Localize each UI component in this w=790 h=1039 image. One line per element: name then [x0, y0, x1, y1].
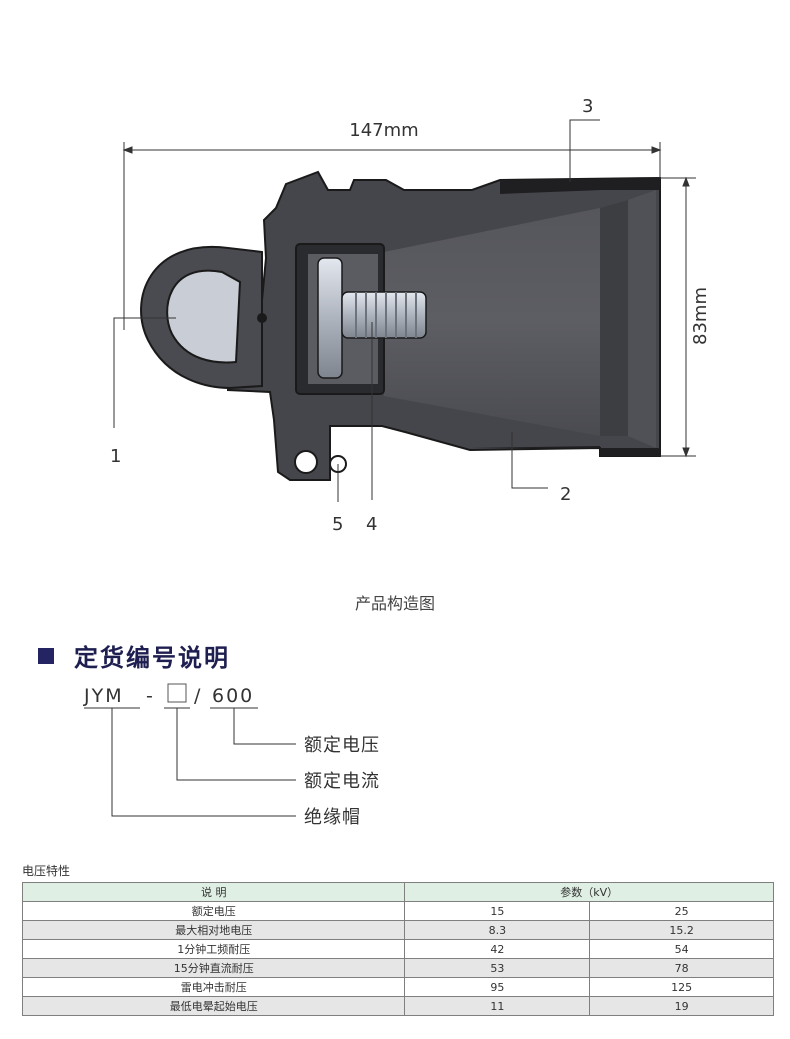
row-description: 最低电晕起始电压	[21, 996, 406, 1016]
row-value: 25	[589, 901, 774, 921]
diagram-caption: 产品构造图	[354, 594, 435, 613]
callout-4: 4	[366, 514, 377, 535]
row-value: 42	[404, 939, 591, 959]
model-slash: /	[194, 685, 202, 707]
row-value: 15.2	[589, 920, 774, 940]
row-value: 11	[404, 996, 591, 1016]
model-code-diagram: JYM - / 600 额定电压 额定电流 绝缘帽	[83, 683, 380, 828]
mounting-holes	[294, 450, 347, 474]
row-description: 额定电压	[21, 901, 406, 921]
section-title: 定货编号说明	[38, 638, 230, 673]
row-value: 19	[589, 996, 774, 1016]
model-prefix: JYM	[83, 685, 124, 707]
table-header-row: 说 明 参数（kV）	[21, 882, 774, 902]
model-rating: 600	[212, 685, 254, 707]
row-value: 54	[589, 939, 774, 959]
table-title: 电压特性	[22, 864, 71, 878]
conductor-bolt	[317, 257, 427, 379]
row-description: 15分钟直流耐压	[21, 958, 406, 978]
model-leaders	[111, 708, 296, 817]
callout-leaders	[113, 119, 600, 502]
callout-3: 3	[582, 96, 593, 117]
callout-5: 5	[332, 514, 343, 535]
insulating-cap-body	[227, 170, 661, 481]
header-parameters: 参数（kV）	[404, 882, 774, 902]
row-value: 125	[589, 977, 774, 997]
section-title-text: 定货编号说明	[74, 644, 230, 672]
dimension-83mm-label: 83mm	[690, 287, 711, 345]
desc-insulating-cap: 绝缘帽	[304, 807, 361, 828]
row-value: 78	[589, 958, 774, 978]
desc-rated-current: 额定电流	[304, 771, 380, 792]
callout-1: 1	[110, 446, 121, 467]
model-dash: -	[146, 685, 155, 707]
dimension-83mm	[660, 176, 696, 458]
row-value: 8.3	[404, 920, 591, 940]
row-value: 53	[404, 958, 591, 978]
desc-rated-voltage: 额定电压	[304, 735, 380, 756]
row-value: 95	[404, 977, 591, 997]
dimension-147mm	[122, 142, 662, 330]
row-description: 最大相对地电压	[21, 920, 406, 940]
square-bullet-icon	[38, 647, 54, 664]
product-structure-diagram: 147mm 83mm 1 2 3 4 5	[110, 96, 711, 535]
header-description: 说 明	[21, 882, 406, 902]
row-description: 雷电冲击耐压	[21, 977, 406, 997]
dimension-147mm-label: 147mm	[349, 120, 418, 141]
lifting-eye	[140, 245, 267, 390]
callout-2: 2	[560, 484, 571, 505]
row-value: 15	[404, 901, 591, 921]
row-description: 1分钟工频耐压	[21, 939, 406, 959]
model-current-box	[167, 683, 187, 703]
